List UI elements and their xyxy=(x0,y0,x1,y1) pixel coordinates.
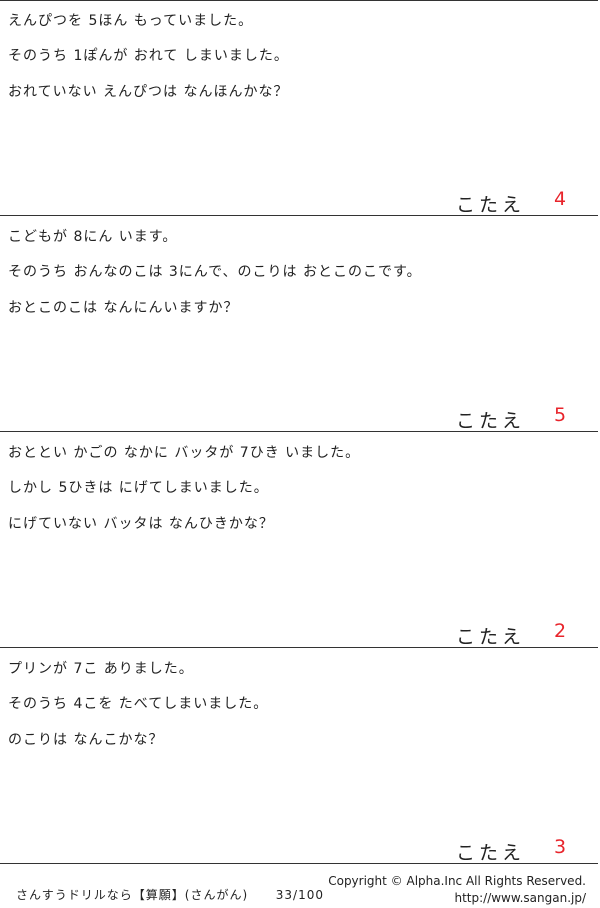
problem-3-line-1: おととい かごの なかに バッタが 7ひき いました。 xyxy=(8,445,361,461)
problem-4: プリンが 7こ ありました。 そのうち 4こを たべてしまいました。 のこりは … xyxy=(0,648,600,864)
problem-3-line-3: にげていない バッタは なんひきかな？ xyxy=(8,516,274,532)
page-number: 33/100 xyxy=(275,888,324,902)
problem-4-line-3: のこりは なんこかな？ xyxy=(8,732,164,748)
problem-3: おととい かごの なかに バッタが 7ひき いました。 しかし 5ひきは にげて… xyxy=(0,432,600,648)
problem-2-answer: 5 xyxy=(554,404,567,426)
copyright-text: Copyright © Alpha.Inc All Rights Reserve… xyxy=(328,874,586,888)
problem-4-line-2: そのうち 4こを たべてしまいました。 xyxy=(8,696,269,712)
problem-1-answer-label: こたえ xyxy=(456,194,526,216)
problem-2-line-3: おとこのこは なんにんいますか？ xyxy=(8,300,239,316)
problem-3-answer: 2 xyxy=(554,620,567,642)
problem-1-line-1: えんぴつを 5ほん もっていました。 xyxy=(8,13,254,29)
divider-2 xyxy=(0,431,598,432)
problem-2-line-1: こどもが 8にん います。 xyxy=(8,229,178,245)
problem-3-line-2: しかし 5ひきは にげてしまいました。 xyxy=(8,480,269,496)
problem-2-answer-label: こたえ xyxy=(456,410,526,432)
problem-4-answer-label: こたえ xyxy=(456,842,526,864)
problem-1-answer: 4 xyxy=(554,188,567,210)
problem-4-answer: 3 xyxy=(554,836,567,858)
divider-1 xyxy=(0,215,598,216)
problem-3-answer-label: こたえ xyxy=(456,626,526,648)
footer-credits: Copyright © Alpha.Inc All Rights Reserve… xyxy=(328,873,586,907)
problem-4-line-1: プリンが 7こ ありました。 xyxy=(8,661,194,677)
problem-1: えんぴつを 5ほん もっていました。 そのうち 1ぽんが おれて しまいました。… xyxy=(0,0,600,216)
problem-1-line-3: おれていない えんぴつは なんほんかな？ xyxy=(8,84,289,100)
problem-1-line-2: そのうち 1ぽんが おれて しまいました。 xyxy=(8,48,289,64)
footer-title: さんすうドリルなら【算願】(さんがん) xyxy=(16,888,249,902)
problem-2: こどもが 8にん います。 そのうち おんなのこは 3にんで、のこりは おとこの… xyxy=(0,216,600,432)
divider-4 xyxy=(0,863,598,864)
divider-3 xyxy=(0,647,598,648)
problem-2-line-2: そのうち おんなのこは 3にんで、のこりは おとこのこです。 xyxy=(8,264,422,280)
top-rule xyxy=(0,0,598,1)
site-url-link[interactable]: http://www.sangan.jp/ xyxy=(454,891,586,905)
footer-title-row: さんすうドリルなら【算願】(さんがん) 33/100 xyxy=(16,886,324,903)
